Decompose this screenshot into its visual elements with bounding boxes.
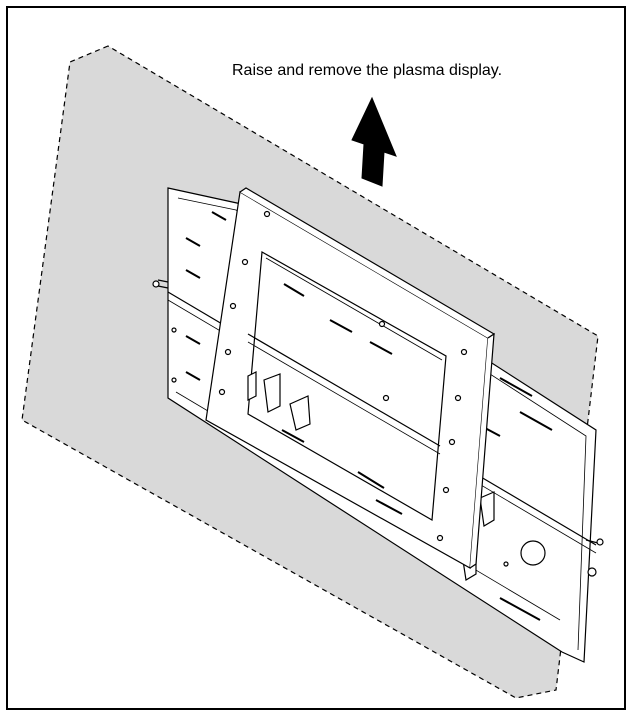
up-arrow-icon (351, 96, 397, 187)
display-bracket (205, 187, 496, 569)
caption: Raise and remove the plasma display. (232, 62, 503, 79)
